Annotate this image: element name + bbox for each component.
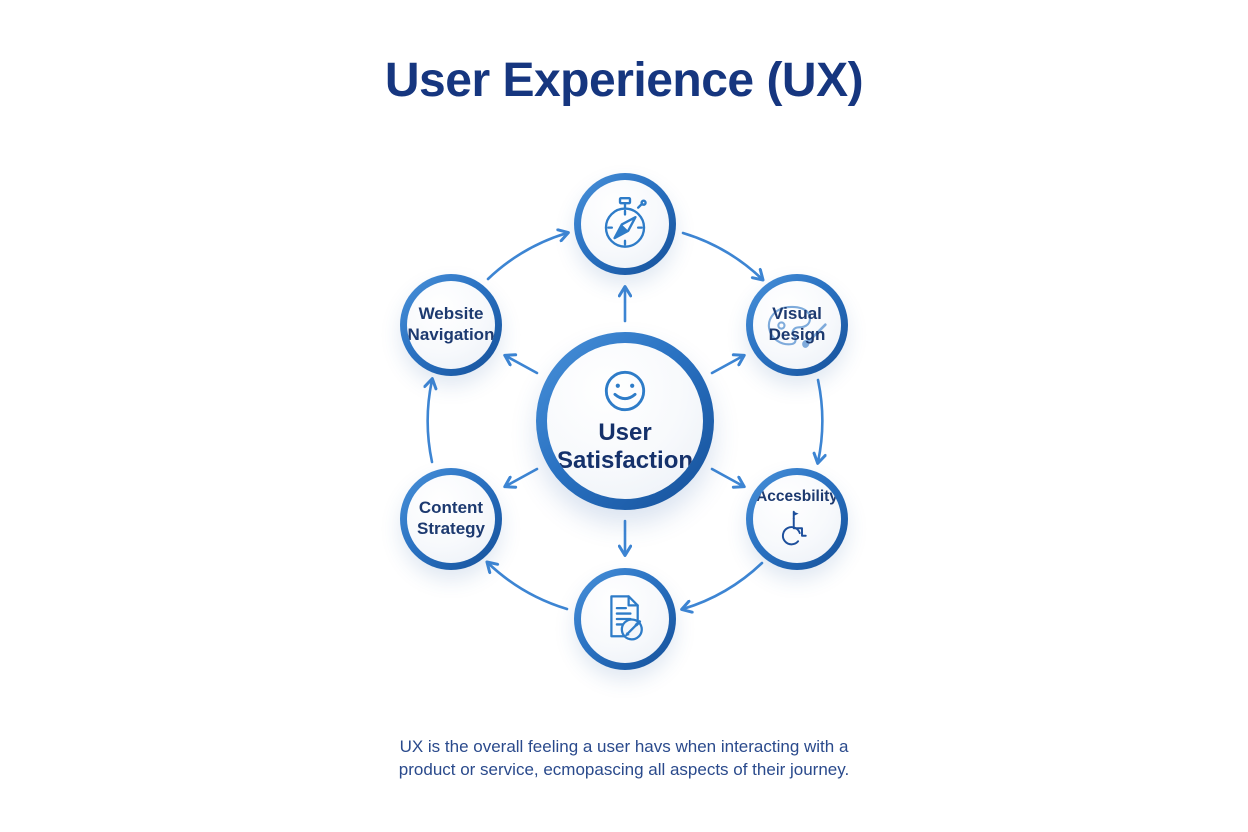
arrow-performance-to-visual-design bbox=[681, 231, 762, 279]
node-label: Visual Design bbox=[768, 304, 826, 344]
arrow-center-to-website-navigation bbox=[506, 356, 539, 375]
wheelchair-icon bbox=[781, 510, 807, 546]
arrow-navigation-to-performance bbox=[486, 233, 567, 281]
arrow-content-strategy-to-navigation bbox=[428, 380, 432, 464]
document-pen-icon bbox=[610, 595, 643, 641]
node-label: Website Navigation bbox=[407, 304, 495, 344]
node-website-navigation: Website Navigation bbox=[400, 274, 502, 376]
page-title: User Experience (UX) bbox=[384, 54, 864, 107]
arrow-accessibility-to-content-editing bbox=[683, 561, 764, 609]
center-label: User Satisfaction bbox=[556, 418, 694, 474]
arrow-content-editing-to-content-strategy bbox=[488, 563, 569, 611]
smiley-icon bbox=[604, 370, 646, 412]
stopwatch-compass-icon bbox=[604, 196, 647, 248]
node-content-strategy: Content Strategy bbox=[400, 468, 502, 570]
palette-brush-icon bbox=[767, 305, 827, 348]
arrow-center-to-content-strategy bbox=[506, 467, 539, 486]
node-visual-design: Visual Design bbox=[746, 274, 848, 376]
node-performance bbox=[574, 173, 676, 275]
arrow-center-to-accessibility bbox=[710, 467, 743, 486]
node-content-editing bbox=[574, 568, 676, 670]
arrow-visual-design-to-accessibility bbox=[818, 378, 822, 462]
arrow-center-to-visual-design bbox=[710, 356, 743, 375]
caption: UX is the overall feeling a user havs wh… bbox=[398, 737, 850, 780]
node-label: Content Strategy bbox=[416, 498, 486, 538]
node-accessibility: Accesbility bbox=[746, 468, 848, 570]
node-user-satisfaction: User Satisfaction bbox=[536, 332, 714, 510]
node-label: Accesbility bbox=[756, 488, 838, 506]
